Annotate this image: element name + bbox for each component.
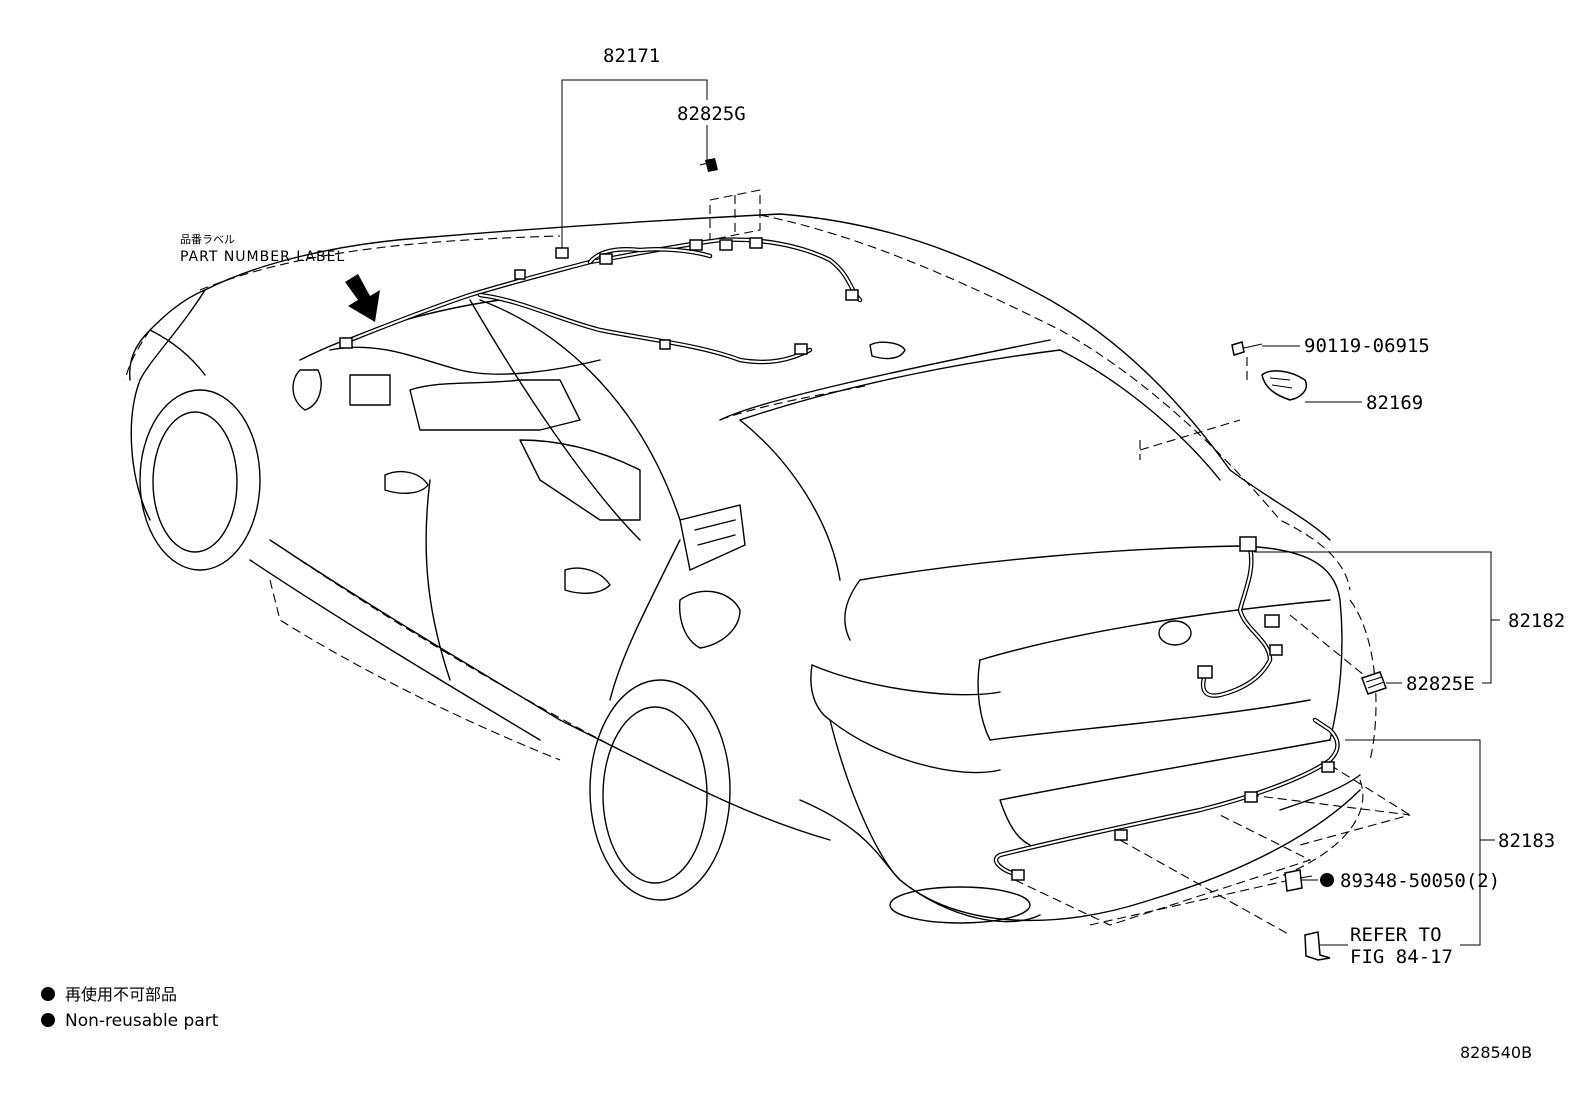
label-82183: 82183 — [1498, 830, 1555, 852]
label-part-number-en: PART NUMBER LABEL — [180, 249, 345, 265]
rear-wheel — [589, 679, 731, 901]
screw-90119 — [1231, 341, 1263, 356]
bracket-82169 — [1261, 370, 1307, 401]
label-fig-84-17: FIG 84-17 — [1350, 946, 1453, 968]
label-refer-to: REFER TO — [1350, 924, 1442, 946]
front-wheel — [139, 389, 261, 571]
label-82171: 82171 — [603, 45, 660, 67]
hidden-lines — [124, 189, 1411, 936]
legend-en: Non-reusable part — [65, 1011, 219, 1031]
bracket-refer — [1304, 931, 1331, 961]
trunk-wire-harness — [1197, 536, 1387, 698]
sensor-89348 — [1284, 869, 1303, 892]
clip-82825G — [699, 158, 718, 172]
roof-wire-harness — [339, 237, 906, 365]
legend-jp: 再使用不可部品 — [65, 985, 177, 1004]
label-82182: 82182 — [1508, 610, 1565, 632]
car-body-outline — [128, 213, 1361, 924]
part-number-label-arrow — [345, 274, 380, 322]
legend: 再使用不可部品 Non-reusable part — [41, 985, 219, 1031]
bumper-wire-harness — [993, 717, 1340, 961]
figure-id: 828540B — [1460, 1043, 1532, 1062]
label-82825E: 82825E — [1406, 673, 1475, 695]
label-82825G: 82825G — [677, 103, 746, 125]
label-82169: 82169 — [1366, 392, 1423, 414]
label-89348-50050: 89348-50050(2) — [1340, 870, 1500, 892]
non-reusable-marker — [1320, 873, 1334, 887]
leader-lines — [561, 79, 1500, 946]
label-part-number-jp: 品番ラベル — [180, 233, 235, 246]
label-90119-06915: 90119-06915 — [1304, 335, 1430, 357]
